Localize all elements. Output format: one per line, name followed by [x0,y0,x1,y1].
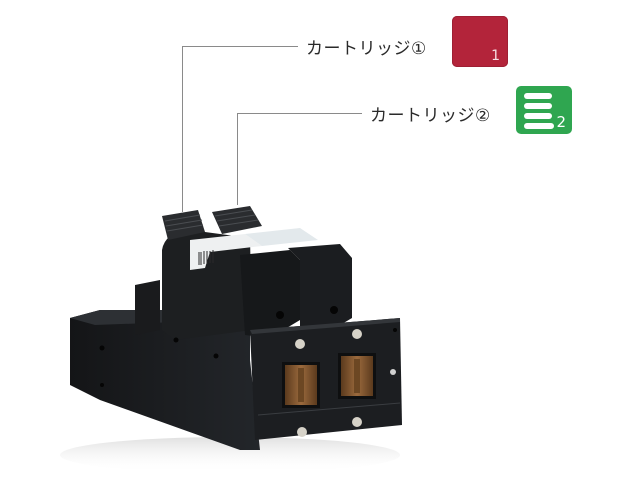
icon-bar [524,103,552,109]
cartridge-2-label: カートリッジ② [370,106,491,126]
cartridge-1-number: 1 [491,48,500,64]
icon-bar [524,123,554,129]
leader-line-2-horizontal [237,113,362,114]
cartridge-1-label: カートリッジ① [306,39,427,59]
cartridge-green-lines-icon: 2 [516,86,572,134]
cartridge-red-icon: 1 [452,16,508,67]
icon-bar [524,93,552,99]
icon-bar [524,113,552,119]
leader-line-1-vertical [182,46,183,212]
cartridge-2-number: 2 [556,113,566,131]
leader-line-2-vertical [237,113,238,205]
leader-line-1-horizontal [182,46,298,47]
